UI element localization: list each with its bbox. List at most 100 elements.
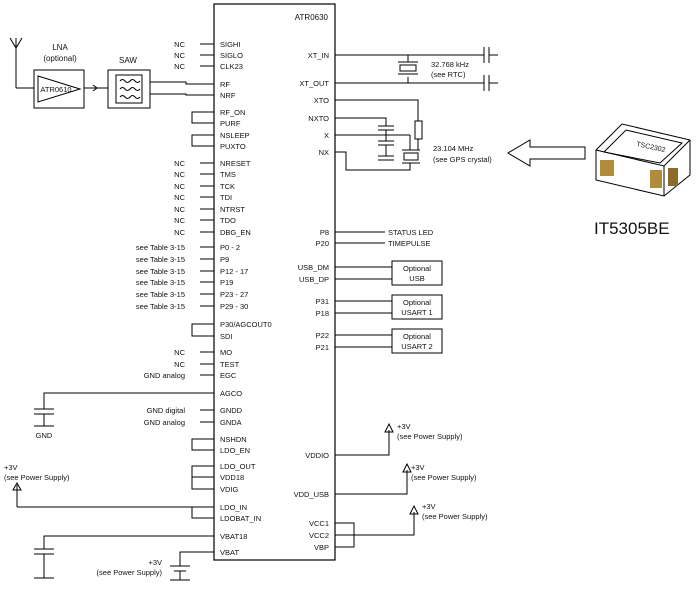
left-pin-label: MO <box>220 348 232 357</box>
timepulse-label: TIMEPULSE <box>388 239 431 248</box>
left-pin-label: SDI <box>220 332 233 341</box>
left-pin-label: LDO_IN <box>220 503 247 512</box>
right-pin-label: USB_DM <box>298 263 329 272</box>
nc-label: NC <box>174 228 185 237</box>
vdd-usb-supply-arrow-icon <box>402 462 412 473</box>
left-pin-label: NSHDN <box>220 435 247 444</box>
left-pin-label: RF <box>220 80 230 89</box>
left-pin-label: AGCO <box>220 389 242 398</box>
gnd-label: GND <box>36 431 53 440</box>
right-pin-label: USB_DP <box>299 275 329 284</box>
left-pin-label: TDI <box>220 193 232 202</box>
left-pin-label: VDIG <box>220 485 239 494</box>
left-pin-label: PURF <box>220 119 241 128</box>
crystal-package-image: TSC2302 <box>595 123 691 197</box>
see-table-label: see Table 3-15 <box>136 267 185 276</box>
right-pin-group: XT_INXT_OUTXTONXTOXNXP8P20USB_DMUSB_DPP3… <box>294 51 330 552</box>
optional-box <box>391 328 443 354</box>
optional-box-line1: Optional <box>403 332 431 341</box>
vbat-supply-voltage: +3V <box>148 558 162 567</box>
left-pin-label: VBAT18 <box>220 532 247 541</box>
right-pin-label: XT_OUT <box>299 79 329 88</box>
left-pin-label: P12 - 17 <box>220 267 248 276</box>
right-pin-label: P22 <box>316 331 329 340</box>
left-pin-label: P19 <box>220 278 233 287</box>
optional-box-line2: USB <box>409 274 424 283</box>
saw-box <box>107 69 151 109</box>
left-pin-group: SIGHISIGLOCLK23RFNRFRF_ONPURFNSLEEPPUXTO… <box>200 40 272 557</box>
left-pin-label: TCK <box>220 182 235 191</box>
see-table-label: see Table 3-15 <box>136 290 185 299</box>
antenna-icon <box>9 37 34 89</box>
left-pin-label: VBAT <box>220 548 239 557</box>
right-pin-label: P8 <box>320 228 329 237</box>
nc-label: NC <box>174 159 185 168</box>
p30-sdi-loop <box>191 323 214 337</box>
lna-amplifier-icon <box>37 75 82 103</box>
left-pin-label: GNDA <box>220 418 242 427</box>
left-pin-label: NTRST <box>220 205 245 214</box>
left-pin-label: EGC <box>220 371 237 380</box>
vdd-usb-note: (see Power Supply) <box>411 473 477 482</box>
left-pin-label: DBG_EN <box>220 228 251 237</box>
left-pin-label: LDOBAT_IN <box>220 514 261 523</box>
right-pin-label: VCC2 <box>309 531 329 540</box>
callout-arrow-icon <box>507 139 586 167</box>
nc-label: NC <box>174 51 185 60</box>
left-pin-label: NRESET <box>220 159 251 168</box>
vdd-usb-voltage: +3V <box>411 463 425 472</box>
ldoin-ldobat-loop <box>191 506 214 519</box>
see-table-label: see Table 3-15 <box>136 302 185 311</box>
left-pin-label: LDO_EN <box>220 446 250 455</box>
right-pin-label: VBP <box>314 543 329 552</box>
optional-box-line2: USART 2 <box>401 342 432 351</box>
rfon-purf-loop <box>191 111 214 124</box>
vcc-voltage: +3V <box>422 502 436 511</box>
vbat-wire <box>179 551 214 566</box>
chip-name: ATR0630 <box>295 13 329 22</box>
right-pin-label: XT_IN <box>308 51 329 60</box>
nc-label: NC <box>174 348 185 357</box>
left-pin-label: LDO_OUT <box>220 462 256 471</box>
vdd-usb-wire <box>335 470 408 495</box>
xto-wire <box>335 99 419 121</box>
right-pin-label: VDD_USB <box>294 490 329 499</box>
see-table-label: see Table 3-15 <box>136 243 185 252</box>
left-pin-label: CLK23 <box>220 62 243 71</box>
status-led-label: STATUS LED <box>388 228 434 237</box>
nc-label: NC <box>174 360 185 369</box>
saw-to-rf-wire <box>150 81 214 85</box>
lna-title: LNA <box>52 43 68 52</box>
optional-box-line1: Optional <box>403 298 431 307</box>
left-pin-label: TEST <box>220 360 240 369</box>
left-pin-label: TDO <box>220 216 236 225</box>
vcc-note: (see Power Supply) <box>422 512 488 521</box>
saw-inner-box <box>115 74 143 104</box>
saw-title: SAW <box>119 56 137 65</box>
ground-label: GND digital <box>147 406 186 415</box>
lna-chip-label: ATR0610 <box>40 85 71 94</box>
left-pin-label: TMS <box>220 170 236 179</box>
nc-label: NC <box>174 182 185 191</box>
vddio-wire <box>335 430 390 456</box>
nc-label: NC <box>174 205 185 214</box>
part-number-label: IT5305BE <box>594 219 670 238</box>
nx-wire <box>335 151 411 171</box>
rtc-frequency: 32.768 kHz <box>431 60 469 69</box>
nc-label: NC <box>174 62 185 71</box>
vbat-supply-note: (see Power Supply) <box>97 568 163 577</box>
optional-box <box>391 260 443 286</box>
rtc-note: (see RTC) <box>431 70 466 79</box>
ground-label: GND analog <box>144 371 185 380</box>
vddio-note: (see Power Supply) <box>397 432 463 441</box>
left-pin-label: SIGHI <box>220 40 240 49</box>
nxto-wire <box>335 117 387 126</box>
rtc-crystal-icon <box>399 64 417 72</box>
saw-to-nrf-wire <box>150 93 214 96</box>
optional-box-line2: USART 1 <box>401 308 432 317</box>
left-pin-label: P9 <box>220 255 229 264</box>
right-pin-label: NX <box>319 148 329 157</box>
vddio-voltage: +3V <box>397 422 411 431</box>
left-pin-label: P30/AGCOUT0 <box>220 320 272 329</box>
